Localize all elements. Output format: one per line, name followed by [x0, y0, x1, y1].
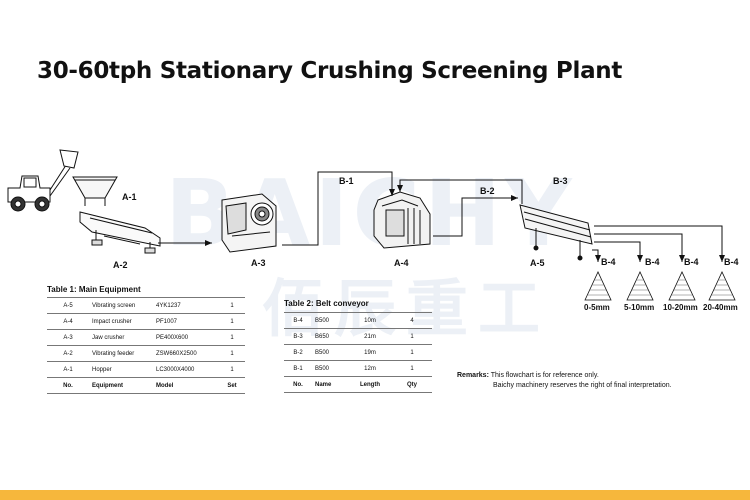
- label-b4-4: B-4: [724, 257, 739, 267]
- table-row: A-2 Vibrating feeder ZSW660X2500 1: [47, 345, 245, 362]
- table-row: B-2 B500 19m 1: [284, 344, 432, 361]
- table-header-cell: Model: [153, 377, 219, 394]
- table-cell: B650: [312, 328, 348, 345]
- table-cell: 21m: [348, 328, 392, 345]
- label-b4-1: B-4: [601, 257, 616, 267]
- table-cell: Vibrating feeder: [89, 345, 153, 362]
- table-cell: 1: [219, 297, 245, 314]
- jaw-crusher-icon: [221, 193, 277, 253]
- table-cell: B-4: [284, 312, 312, 329]
- table-cell: A-1: [47, 361, 89, 378]
- main-equipment-table: A-5 Vibrating screen 4YK1237 1 A-4 Impac…: [47, 297, 245, 394]
- label-b3: B-3: [553, 176, 568, 186]
- product-size-2: 5-10mm: [624, 303, 655, 312]
- table-header-row: No. Name Length Qty: [284, 376, 432, 393]
- table-cell: B-1: [284, 360, 312, 377]
- table-cell: A-5: [47, 297, 89, 314]
- table-row: A-1 Hopper LC3000X4000 1: [47, 361, 245, 378]
- table-cell: Impact crusher: [89, 313, 153, 330]
- conveyor-lines: [158, 171, 725, 262]
- table-cell: B-3: [284, 328, 312, 345]
- label-a2: A-2: [113, 260, 128, 270]
- table-cell: 1: [219, 329, 245, 346]
- table-row: A-5 Vibrating screen 4YK1237 1: [47, 297, 245, 314]
- table-cell: 4YK1237: [153, 297, 219, 314]
- table-header-row: No. Equipment Model Set: [47, 377, 245, 394]
- table-row: B-4 B500 10m 4: [284, 312, 432, 329]
- table-cell: 4: [392, 312, 432, 329]
- vibrating-screen-icon: [519, 204, 593, 261]
- table-cell: 10m: [348, 312, 392, 329]
- table-row: A-3 Jaw crusher PE400X600 1: [47, 329, 245, 346]
- page-title: 30-60tph Stationary Crushing Screening P…: [37, 58, 623, 84]
- product-piles: [584, 271, 736, 301]
- table-cell: Vibrating screen: [89, 297, 153, 314]
- remarks: Remarks: This flowchart is for reference…: [457, 371, 672, 391]
- table2-caption: Table 2: Belt conveyor: [284, 299, 369, 308]
- table-cell: A-3: [47, 329, 89, 346]
- impact-crusher-icon: [373, 191, 431, 249]
- table-header-cell: No.: [47, 377, 89, 394]
- table-row: B-1 B500 12m 1: [284, 360, 432, 377]
- belt-conveyor-table: B-4 B500 10m 4 B-3 B650 21m 1 B-2 B500 1…: [284, 312, 432, 393]
- table-cell: 1: [219, 361, 245, 378]
- table-cell: 1: [392, 328, 432, 345]
- label-a3: A-3: [251, 258, 266, 268]
- table-cell: A-2: [47, 345, 89, 362]
- table-cell: 1: [219, 345, 245, 362]
- remarks-label: Remarks:: [457, 372, 489, 379]
- table-cell: ZSW660X2500: [153, 345, 219, 362]
- table-cell: B500: [312, 360, 348, 377]
- label-b1: B-1: [339, 176, 354, 186]
- table-cell: B-2: [284, 344, 312, 361]
- table-cell: B500: [312, 344, 348, 361]
- table-cell: Hopper: [89, 361, 153, 378]
- label-b2: B-2: [480, 186, 495, 196]
- remarks-line-1: This flowchart is for reference only.: [490, 372, 599, 379]
- table-cell: 1: [392, 344, 432, 361]
- product-size-3: 10-20mm: [663, 303, 698, 312]
- label-b4-2: B-4: [645, 257, 660, 267]
- table-cell: PE400X600: [153, 329, 219, 346]
- wheel-loader-icon: [7, 149, 79, 212]
- table-header-cell: Set: [219, 377, 245, 394]
- table-row: B-3 B650 21m 1: [284, 328, 432, 345]
- bottom-accent-bar: [0, 490, 750, 500]
- label-b4-3: B-4: [684, 257, 699, 267]
- table-cell: Jaw crusher: [89, 329, 153, 346]
- table-cell: A-4: [47, 313, 89, 330]
- vibrating-feeder-icon: [79, 211, 161, 254]
- label-a1: A-1: [122, 192, 137, 202]
- table-cell: LC3000X4000: [153, 361, 219, 378]
- table-cell: 19m: [348, 344, 392, 361]
- pile-hatching: [588, 279, 732, 296]
- table-cell: B500: [312, 312, 348, 329]
- product-size-1: 0-5mm: [584, 303, 610, 312]
- table-header-cell: Equipment: [89, 377, 153, 394]
- table-header-cell: No.: [284, 376, 312, 393]
- table-cell: 12m: [348, 360, 392, 377]
- table-row: A-4 Impact crusher PF1007 1: [47, 313, 245, 330]
- table-cell: 1: [219, 313, 245, 330]
- remarks-line-2: Baichy machinery reserves the right of f…: [493, 382, 672, 389]
- label-a5: A-5: [530, 258, 545, 268]
- table-cell: 1: [392, 360, 432, 377]
- table-header-cell: Qty: [392, 376, 432, 393]
- table-header-cell: Name: [312, 376, 348, 393]
- table-header-cell: Length: [348, 376, 392, 393]
- table1-caption: Table 1: Main Equipment: [47, 285, 141, 294]
- hopper-icon: [72, 176, 118, 206]
- table-cell: PF1007: [153, 313, 219, 330]
- label-a4: A-4: [394, 258, 409, 268]
- product-size-4: 20-40mm: [703, 303, 738, 312]
